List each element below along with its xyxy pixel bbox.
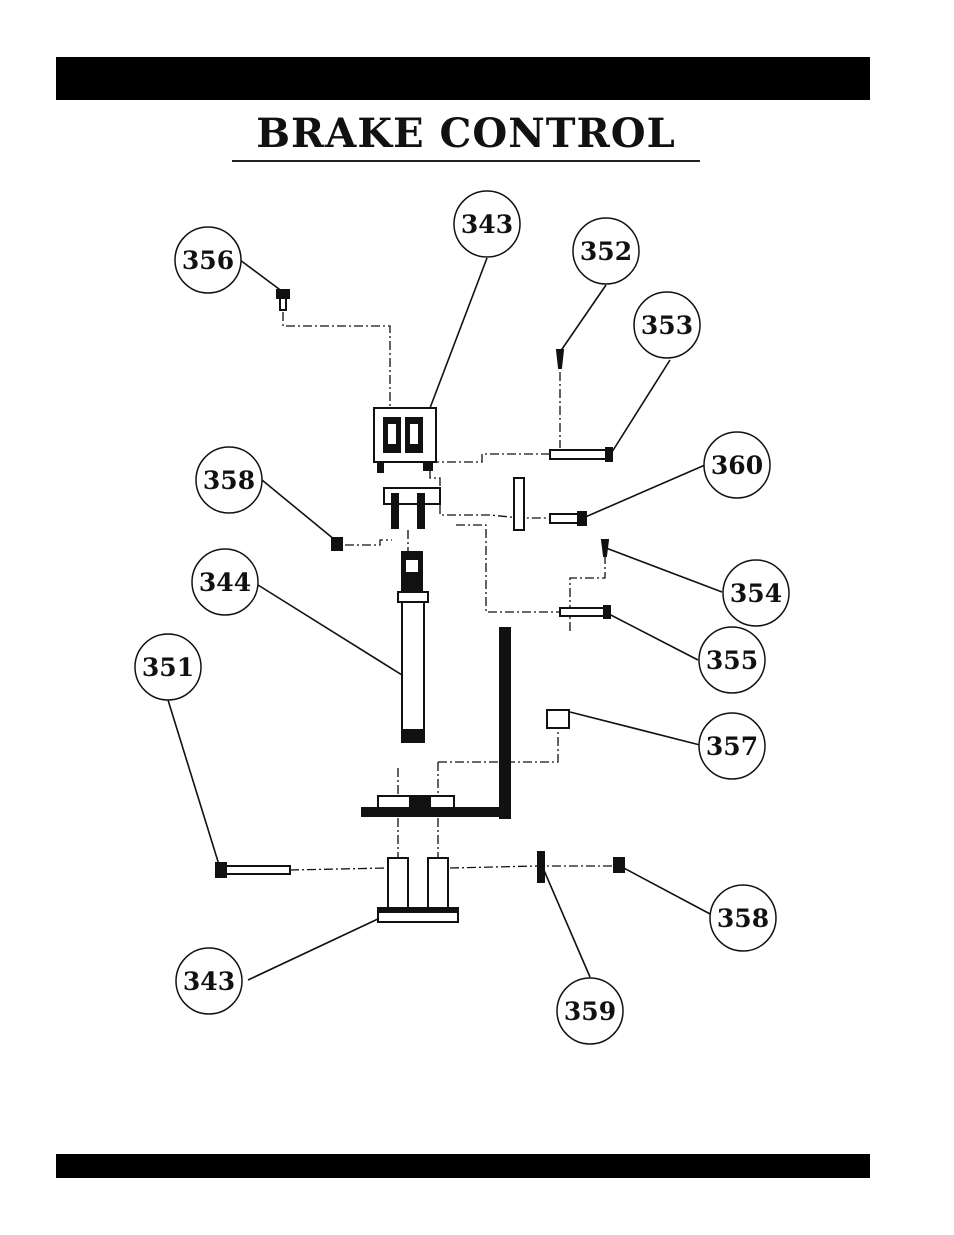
leader-358-right — [620, 866, 712, 915]
leader-352 — [560, 285, 606, 352]
leader-353 — [612, 360, 670, 452]
base-plate — [362, 796, 510, 816]
callout-label: 358 — [203, 466, 255, 495]
leader-357 — [570, 712, 700, 745]
assembly-line-359 — [450, 866, 612, 868]
callout-label: 353 — [641, 311, 693, 340]
leader-351 — [168, 700, 220, 868]
bracket-343-bottom — [378, 858, 458, 922]
callout-356: 356 — [175, 227, 241, 293]
shaft-344 — [398, 552, 428, 742]
callout-label: 358 — [717, 904, 769, 933]
assembly-line-357 — [438, 728, 558, 762]
bracket-343-top — [374, 408, 436, 472]
callout-343-bottom: 343 — [176, 948, 242, 1014]
footer-bar — [56, 1154, 870, 1178]
assembly-lines — [283, 312, 612, 870]
cap-357 — [547, 710, 569, 728]
callout-label: 343 — [183, 967, 235, 996]
callout-354: 354 — [723, 560, 789, 626]
assembly-line-358-left — [345, 540, 392, 545]
nut-358-left — [332, 538, 342, 550]
callout-344: 344 — [192, 549, 258, 615]
assembly-line-356 — [283, 312, 390, 408]
clevis-block — [384, 488, 440, 528]
callout-label: 356 — [182, 246, 234, 275]
leader-355 — [605, 612, 698, 660]
clip-354 — [602, 540, 608, 556]
callout-343-top: 343 — [454, 191, 520, 257]
leader-358-left — [262, 480, 335, 540]
nut-358-right — [614, 858, 624, 872]
leader-343-bottom — [248, 918, 380, 980]
leader-343-top — [430, 258, 487, 408]
callout-label: 360 — [711, 451, 763, 480]
callout-353: 353 — [634, 292, 700, 358]
callout-label: 343 — [461, 210, 513, 239]
leader-359 — [543, 868, 590, 977]
pin-353 — [550, 448, 612, 461]
callout-label: 352 — [580, 237, 632, 266]
link-plate — [514, 478, 524, 530]
washer-359 — [538, 852, 544, 882]
clip-pin-352 — [557, 350, 563, 368]
assembly-line-355 — [456, 525, 560, 612]
leader-360 — [583, 465, 705, 518]
pin-355 — [560, 606, 610, 618]
callout-label: 351 — [142, 653, 194, 682]
leader-344 — [258, 585, 410, 680]
assembly-line-354 — [570, 555, 605, 632]
callouts: 356 343 352 353 358 360 344 354 — [135, 191, 789, 1044]
callout-360: 360 — [704, 432, 770, 498]
callout-label: 354 — [730, 579, 782, 608]
pin-360 — [550, 512, 586, 525]
callout-label: 357 — [706, 732, 758, 761]
lever-bar — [500, 628, 510, 818]
callout-label: 355 — [706, 646, 758, 675]
bolt-356 — [277, 290, 289, 310]
callout-label: 344 — [199, 568, 251, 597]
callout-355: 355 — [699, 627, 765, 693]
callout-359: 359 — [557, 978, 623, 1044]
callout-358-right: 358 — [710, 885, 776, 951]
callout-357: 357 — [699, 713, 765, 779]
bolt-351 — [216, 863, 290, 877]
assembly-line-353 — [430, 454, 550, 462]
parts — [216, 290, 624, 922]
callout-358-left: 358 — [196, 447, 262, 513]
assembly-line-351 — [290, 868, 388, 870]
callout-352: 352 — [573, 218, 639, 284]
assembly-line-360 — [440, 505, 550, 518]
leader-354 — [606, 548, 722, 592]
callout-label: 359 — [564, 997, 616, 1026]
assembly-line-343-link — [430, 470, 440, 488]
leader-356 — [240, 260, 283, 292]
callout-351: 351 — [135, 634, 201, 700]
